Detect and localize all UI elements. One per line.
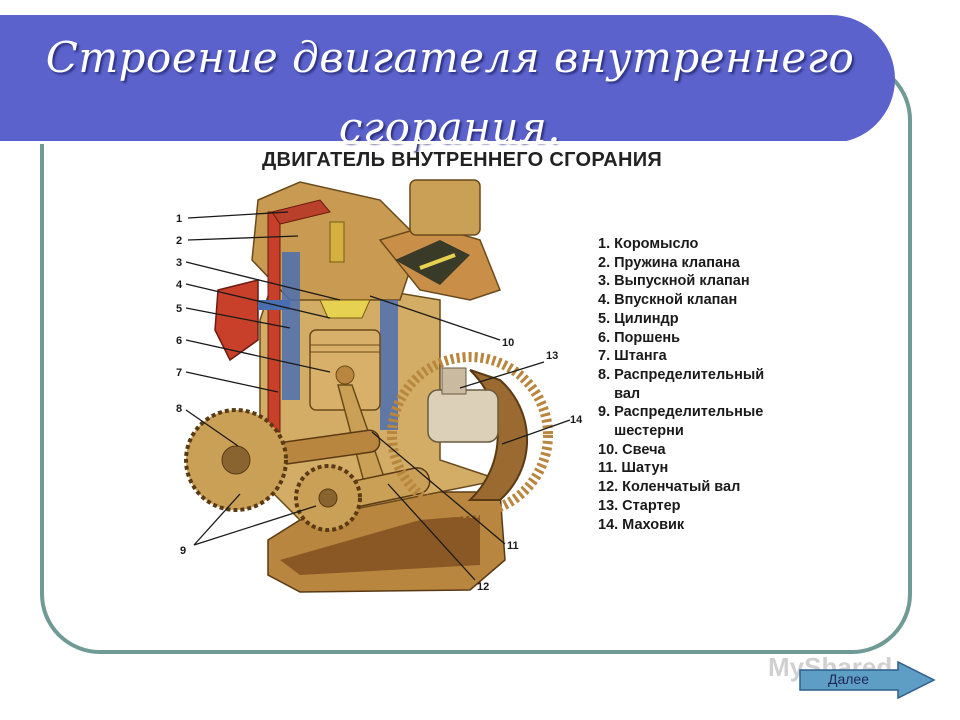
legend-item-4: 4. Впускной клапан xyxy=(598,292,738,309)
callout-7: 7 xyxy=(176,367,182,379)
legend-item-14: 14. Маховик xyxy=(598,516,685,533)
arrow-right-icon xyxy=(799,660,936,700)
callout-9: 9 xyxy=(180,545,186,557)
combustion-chamber xyxy=(319,299,371,319)
callout-4: 4 xyxy=(176,279,183,291)
callout-12: 12 xyxy=(477,581,489,593)
legend-list: 1. Коромысло 2. Пружина клапана 3. Выпус… xyxy=(598,235,764,534)
legend-item-12: 12. Коленчатый вал xyxy=(598,479,741,496)
water-jacket xyxy=(282,252,300,400)
legend-item-3: 3. Выпускной клапан xyxy=(598,273,750,290)
slide-title-line1: Строение двигателя внутреннего xyxy=(45,33,855,82)
callout-3: 3 xyxy=(176,257,182,269)
callout-5: 5 xyxy=(176,303,182,315)
legend-item-8: 8. Распределительный xyxy=(598,366,765,383)
rocker-arm xyxy=(271,199,331,225)
legend-item-8-cont: вал xyxy=(598,385,641,402)
title-underline xyxy=(0,141,848,144)
water-jacket-right xyxy=(380,300,398,430)
valve-spring xyxy=(329,221,345,263)
callout-1: 1 xyxy=(176,213,182,225)
legend-item-9-cont: шестерни xyxy=(598,423,684,440)
legend-item-6: 6. Поршень xyxy=(598,329,681,346)
legend-item-10: 10. Свеча xyxy=(598,441,666,458)
next-button[interactable]: Далее xyxy=(798,660,938,700)
starter xyxy=(427,389,499,443)
callout-11: 11 xyxy=(507,540,519,552)
flow-arrow xyxy=(419,253,456,270)
legend-item-2: 2. Пружина клапана xyxy=(598,254,740,271)
legend-item-13: 13. Стартер xyxy=(598,497,681,514)
callout-8: 8 xyxy=(176,403,182,415)
diagram-title: ДВИГАТЕЛЬ ВНУТРЕННЕГО СГОРАНИЯ xyxy=(262,149,663,171)
callout-14: 14 xyxy=(570,414,583,426)
callout-10: 10 xyxy=(502,337,514,349)
carburetor xyxy=(409,179,481,236)
callout-numbers: 1 2 3 4 5 6 7 8 9 10 11 12 13 14 xyxy=(176,213,583,593)
exhaust-manifold xyxy=(214,279,259,362)
legend-item-9: 9. Распределительные xyxy=(598,404,764,421)
callout-6: 6 xyxy=(176,335,182,347)
title-band: Строение двигателя внутреннего сгорания. xyxy=(0,15,895,152)
callout-13: 13 xyxy=(546,350,558,362)
legend-item-11: 11. Шатун xyxy=(598,460,669,477)
pushrod xyxy=(267,211,281,433)
callout-2: 2 xyxy=(176,235,182,247)
flywheel-ring xyxy=(387,352,553,518)
legend-item-1: 1. Коромысло xyxy=(598,236,699,252)
legend-item-7: 7. Штанга xyxy=(598,348,667,365)
legend-item-5: 5. Цилиндр xyxy=(598,310,679,327)
callout-lines xyxy=(185,211,571,581)
next-button-label: Далее xyxy=(828,671,870,687)
